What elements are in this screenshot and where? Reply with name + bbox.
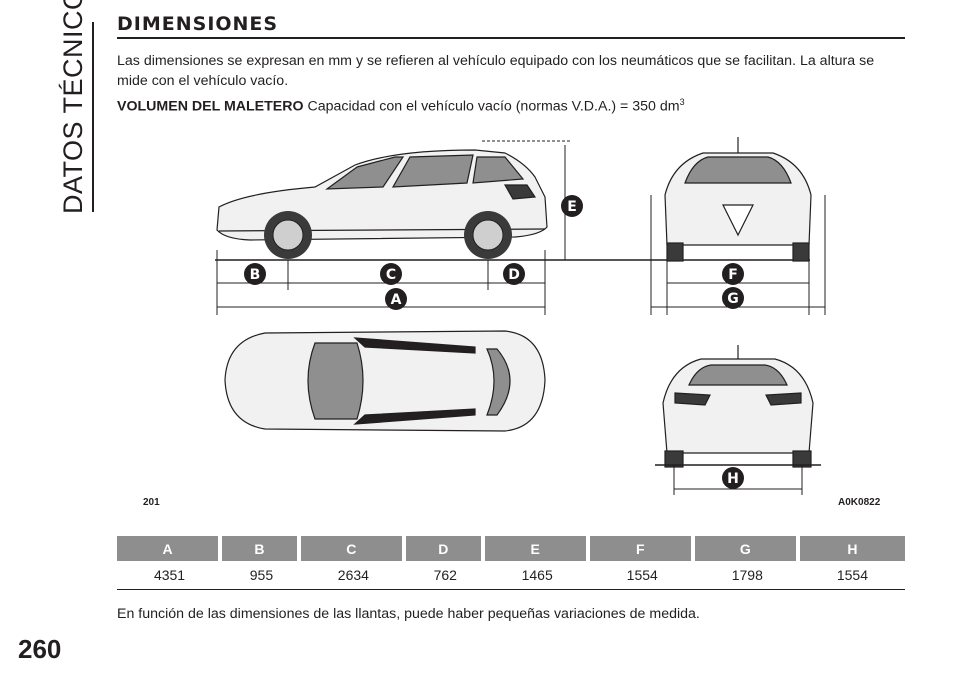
table-header-e: E bbox=[484, 536, 590, 561]
svg-text:B: B bbox=[250, 267, 261, 283]
table-cell-b: 955 bbox=[222, 561, 301, 590]
table-header-g: G bbox=[694, 536, 800, 561]
car-rear-view bbox=[662, 345, 814, 468]
badge-c: C bbox=[380, 263, 402, 285]
car-front-view bbox=[664, 137, 812, 262]
table-header-a: A bbox=[117, 536, 223, 561]
trunk-volume-label: VOLUMEN DEL MALETERO bbox=[117, 98, 304, 115]
badge-d: D bbox=[503, 263, 525, 285]
trunk-volume-text: Capacidad con el vehículo vacío (normas … bbox=[307, 98, 680, 115]
intro-paragraph: Las dimensiones se expresan en mm y se r… bbox=[117, 53, 875, 89]
table-cell-g: 1798 bbox=[694, 561, 800, 590]
table-cell-h: 1554 bbox=[799, 561, 905, 590]
page-title: DIMENSIONES bbox=[117, 13, 279, 35]
table-cell-d: 762 bbox=[405, 561, 485, 590]
side-rule bbox=[92, 22, 94, 212]
table-header-c: C bbox=[300, 536, 406, 561]
badge-g: G bbox=[722, 287, 744, 309]
badge-h: H bbox=[722, 467, 744, 489]
svg-text:F: F bbox=[728, 267, 738, 283]
figure-number: 201 bbox=[143, 497, 160, 508]
table-header-b: B bbox=[222, 536, 301, 561]
table-cell-f: 1554 bbox=[589, 561, 695, 590]
badge-e: E bbox=[561, 195, 583, 217]
width-dimension-lines-rear bbox=[673, 465, 803, 495]
footnote: En función de las dimensiones de las lla… bbox=[117, 606, 700, 622]
svg-text:G: G bbox=[727, 291, 739, 307]
svg-text:E: E bbox=[567, 199, 577, 215]
svg-text:D: D bbox=[508, 267, 520, 283]
table-cell-a: 4351 bbox=[117, 561, 223, 590]
page-number: 260 bbox=[18, 634, 62, 664]
badge-f: F bbox=[722, 263, 744, 285]
table-header-h: H bbox=[799, 536, 905, 561]
trunk-volume-unit: 3 bbox=[679, 97, 685, 107]
svg-text:H: H bbox=[727, 471, 739, 487]
length-dimension-lines bbox=[216, 250, 546, 315]
table-header-row: A B C D E F G H bbox=[117, 536, 905, 561]
table-header-f: F bbox=[589, 536, 695, 561]
badge-a: A bbox=[385, 288, 407, 310]
car-top-view bbox=[224, 330, 546, 432]
table-row: 4351 955 2634 762 1465 1554 1798 1554 bbox=[117, 561, 905, 590]
title-divider bbox=[117, 37, 905, 39]
car-side-wheels bbox=[264, 211, 512, 259]
table-cell-e: 1465 bbox=[484, 561, 590, 590]
svg-text:C: C bbox=[386, 267, 396, 283]
table-cell-c: 2634 bbox=[300, 561, 406, 590]
table-header-d: D bbox=[405, 536, 485, 561]
badge-b: B bbox=[244, 263, 266, 285]
svg-text:A: A bbox=[391, 292, 402, 308]
trunk-volume-line: VOLUMEN DEL MALETERO Capacidad con el ve… bbox=[117, 97, 685, 115]
dimensions-table: A B C D E F G H 4351 955 2634 762 1465 1… bbox=[117, 536, 905, 590]
vehicle-dimensions-figure: A B C D E F G H bbox=[215, 137, 826, 495]
figure-code: A0K0822 bbox=[838, 497, 881, 508]
